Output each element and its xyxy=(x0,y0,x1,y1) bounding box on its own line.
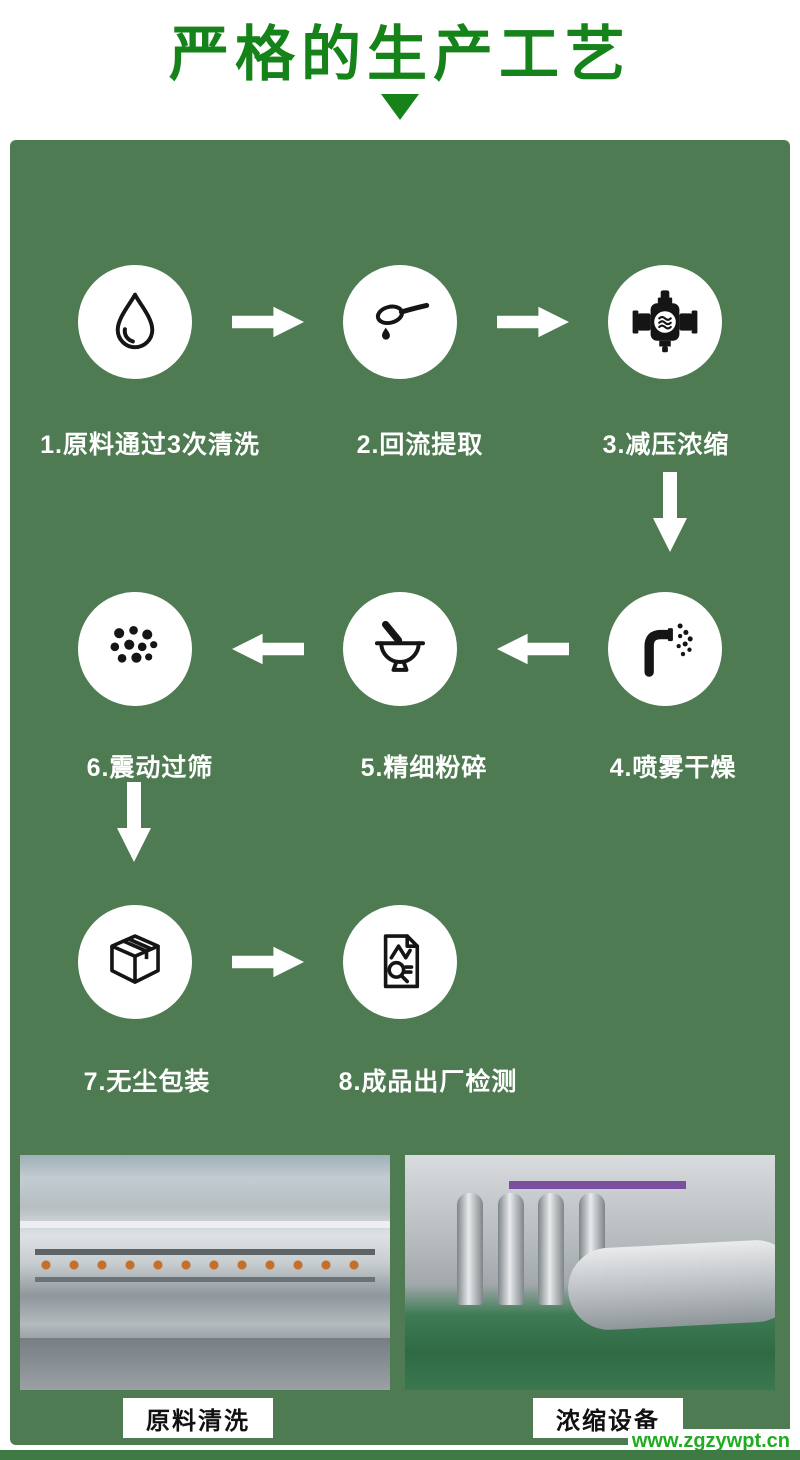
washer-rim xyxy=(20,1220,390,1228)
factory-banner xyxy=(508,1180,687,1189)
step-label-6: 6.震动过筛 xyxy=(86,754,214,782)
page-title: 严格的生产工艺 xyxy=(169,21,631,88)
arrow-left-icon xyxy=(497,633,569,665)
horizontal-tank xyxy=(565,1238,775,1333)
arrow-right-icon xyxy=(497,306,569,338)
photo-caption-washing: 原料清洗 xyxy=(123,1398,273,1438)
water-drop-icon xyxy=(115,292,155,350)
step-circle-6 xyxy=(78,592,192,706)
step-circle-8 xyxy=(343,905,457,1019)
step-circle-2 xyxy=(343,265,457,379)
arrow-left-icon xyxy=(232,633,304,665)
arrow-down-icon xyxy=(653,472,687,552)
washer-pipe xyxy=(34,1249,376,1255)
watermark: www.zgzywpt.cn xyxy=(627,1429,794,1454)
washer-nozzles xyxy=(38,1258,372,1273)
step-label-3: 3.减压浓缩 xyxy=(602,431,730,459)
step-label-7: 7.无尘包装 xyxy=(83,1068,211,1096)
package-box-icon xyxy=(110,934,160,984)
tank-column xyxy=(538,1192,565,1306)
title-pointer-triangle xyxy=(381,94,419,120)
bottom-green-bar xyxy=(0,1450,800,1460)
tank-column xyxy=(456,1192,483,1306)
step-circle-1 xyxy=(78,265,192,379)
mortar-pestle-icon xyxy=(374,620,426,672)
step-label-5: 5.精细粉碎 xyxy=(360,754,488,782)
arrow-right-icon xyxy=(232,306,304,338)
pressure-valve-icon xyxy=(632,290,698,353)
photo-raw-material-washing xyxy=(20,1155,390,1390)
step-label-8: 8.成品出厂检测 xyxy=(338,1068,518,1096)
step-circle-7 xyxy=(78,905,192,1019)
step-label-4: 4.喷雾干燥 xyxy=(609,754,737,782)
inspection-doc-icon xyxy=(383,934,420,989)
step-label-1: 1.原料通过3次清洗 xyxy=(40,431,260,459)
washer-base xyxy=(20,1338,390,1390)
photo-concentration-equipment xyxy=(405,1155,775,1390)
arrow-down-icon xyxy=(117,782,151,862)
step-circle-4 xyxy=(608,592,722,706)
powder-dots-icon xyxy=(110,625,158,663)
tank-column xyxy=(497,1192,524,1306)
step-circle-3 xyxy=(608,265,722,379)
photo-caption-concentration: 浓缩设备 xyxy=(533,1398,683,1438)
washer-rail xyxy=(34,1277,376,1283)
spoon-drip-icon xyxy=(375,302,430,340)
step-circle-5 xyxy=(343,592,457,706)
arrow-right-icon xyxy=(232,946,304,978)
spray-dryer-icon xyxy=(644,623,693,677)
step-label-2: 2.回流提取 xyxy=(356,431,484,459)
